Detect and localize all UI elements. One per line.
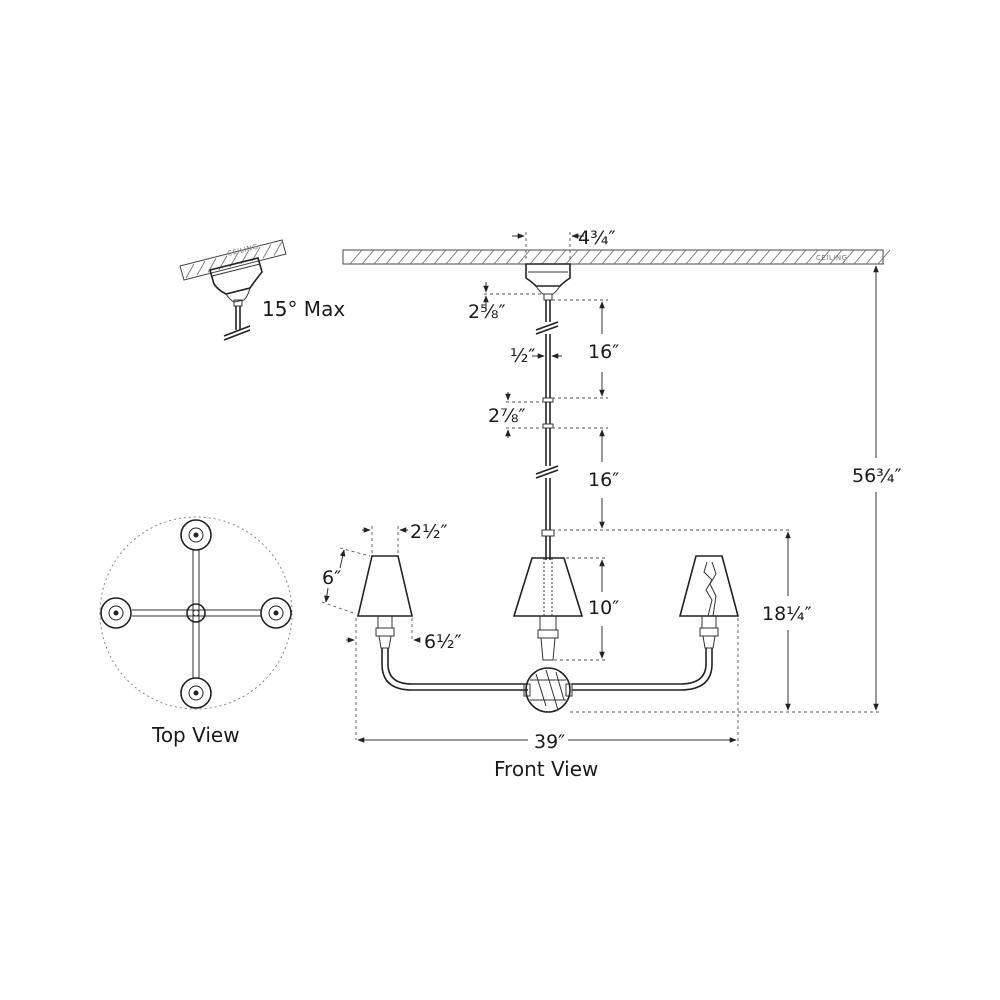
dim-coupling: 2⅞″ xyxy=(488,405,526,427)
left-shade xyxy=(356,555,414,649)
center-shade xyxy=(512,557,584,661)
sloped-ceiling-detail: CEILING xyxy=(179,239,287,341)
center-ball xyxy=(523,667,573,713)
dim-canopy-height: 2⅝″ xyxy=(468,301,506,323)
canopy xyxy=(525,263,571,301)
right-arm xyxy=(572,648,713,691)
dim-center-shade: 10″ xyxy=(588,597,619,619)
left-arm xyxy=(381,648,528,691)
dim-overall-width: 39″ xyxy=(534,731,565,753)
dim-shade-bottom: 6½″ xyxy=(424,631,462,653)
angle-label: 15° Max xyxy=(262,297,345,321)
top-view-label: Top View xyxy=(151,723,240,747)
dim-stem-upper: 16″ xyxy=(588,341,619,363)
dim-shade-height: 6″ xyxy=(322,567,341,589)
dim-stem-diameter: ½″ xyxy=(510,345,536,367)
right-shade xyxy=(678,555,740,649)
stem xyxy=(535,300,559,560)
dim-stem-lower: 16″ xyxy=(588,469,619,491)
ceiling-line: CEILING xyxy=(342,249,891,265)
dim-canopy-width: 4¾″ xyxy=(578,227,616,249)
top-view xyxy=(99,516,293,710)
front-view-label: Front View xyxy=(494,757,598,781)
dim-shade-top: 2½″ xyxy=(410,521,448,543)
dimension-lines xyxy=(321,232,884,746)
ceiling-label: CEILING xyxy=(816,254,848,262)
dim-overall-height: 56¾″ xyxy=(852,465,902,487)
dimension-labels: 4¾″ 2⅝″ ½″ 16″ 2⅞″ 16″ 2½″ 6″ 6½″ 10″ 18… xyxy=(322,227,902,753)
dim-body-height: 18¼″ xyxy=(762,603,812,625)
